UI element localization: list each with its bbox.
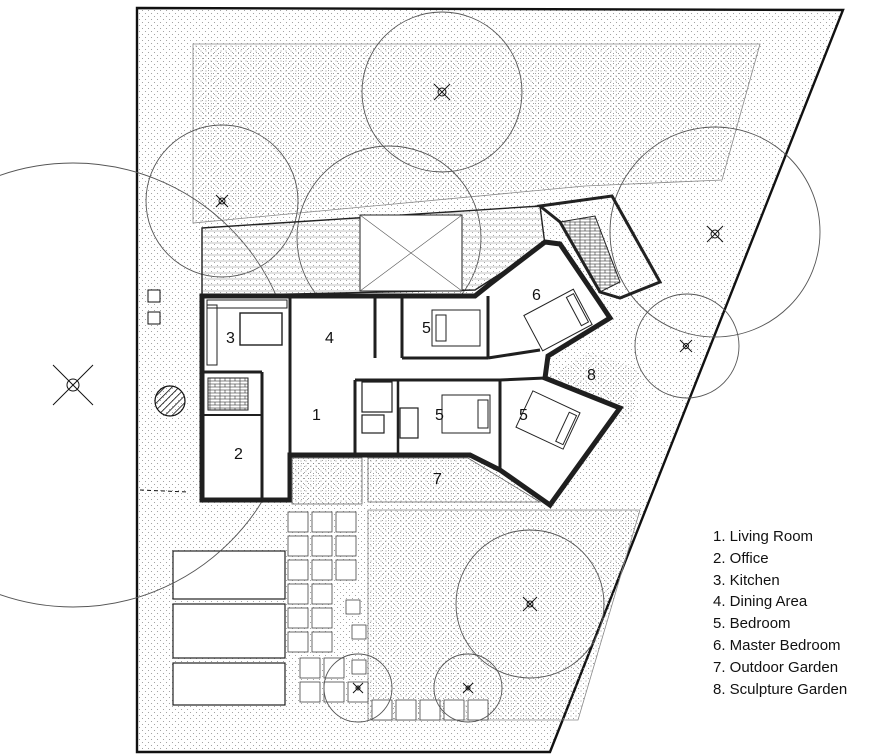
fireplace <box>207 377 249 411</box>
room-legend: 1. Living Room 2. Office 3. Kitchen 4. D… <box>713 526 847 700</box>
room-number-5a: 5 <box>422 320 431 337</box>
entry-marks <box>147 289 161 325</box>
room-number-4: 4 <box>325 330 334 347</box>
legend-item: 8. Sculpture Garden <box>713 680 848 698</box>
legend-item: 6. Master Bedroom <box>713 636 841 654</box>
room-number-5b: 5 <box>435 407 444 424</box>
legend-item: 3. Kitchen <box>713 571 780 589</box>
room-number-2: 2 <box>234 446 243 463</box>
legend-item: 4. Dining Area <box>713 593 808 611</box>
room-number-3: 3 <box>226 330 235 347</box>
patio <box>291 457 363 505</box>
hatched-planter <box>154 385 186 417</box>
legend-item: 1. Living Room <box>713 528 814 545</box>
house-walls <box>199 239 624 509</box>
south-lawn <box>367 509 641 721</box>
master-bath <box>536 194 663 300</box>
north-lawn <box>192 43 761 224</box>
beds <box>431 288 593 450</box>
room-number-6: 6 <box>532 287 541 304</box>
room-number-1: 1 <box>312 407 321 424</box>
room-number-8: 8 <box>587 367 596 384</box>
outdoor-garden-area <box>367 457 542 503</box>
room-number-7: 7 <box>433 471 442 488</box>
paver-path <box>287 511 489 721</box>
gate-line <box>139 489 189 493</box>
legend-item: 2. Office <box>713 549 769 567</box>
room-number-5c: 5 <box>519 407 528 424</box>
legend-item: 5. Bedroom <box>713 615 791 633</box>
room-labels: 1 2 3 4 5 5 5 6 7 8 <box>226 287 596 488</box>
parking-stalls <box>172 550 286 706</box>
legend-item: 7. Outdoor Garden <box>713 658 839 676</box>
